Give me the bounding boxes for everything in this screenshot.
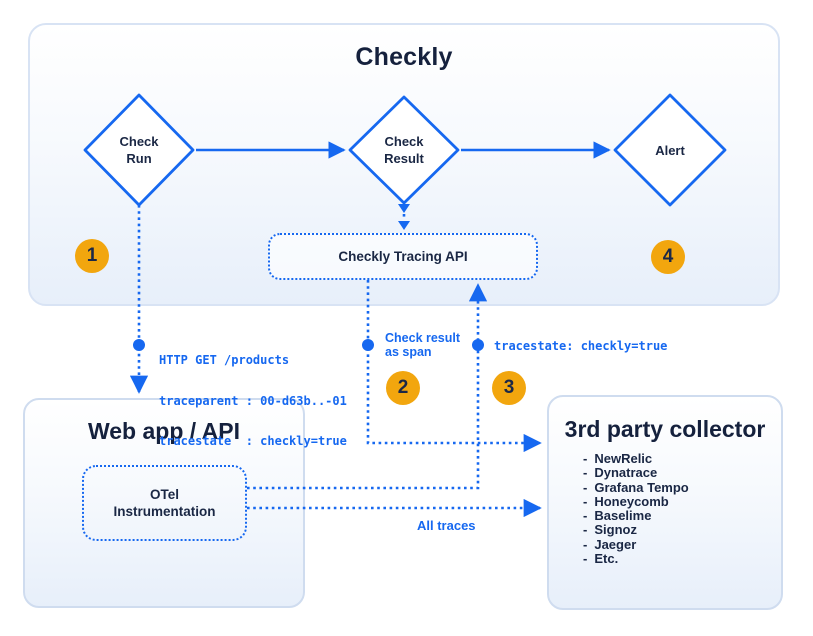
list-item: - Dynatrace (583, 465, 689, 481)
list-bullet: - (583, 536, 588, 552)
arrowhead-check-result-down (398, 204, 410, 213)
checkly-title: Checkly (355, 43, 453, 71)
check-result-label: Check Result (384, 134, 424, 166)
http-request-line-2: traceparent : 00-d63b..-01 (159, 393, 347, 408)
vendor-name: Dynatrace (594, 465, 658, 481)
vendor-name: Honeycomb (594, 493, 669, 509)
otel-instrumentation-box: OTel Instrumentation (82, 465, 247, 541)
list-bullet: - (583, 508, 588, 524)
step-badge-1: 1 (75, 239, 109, 273)
check-result-diamond (348, 95, 460, 205)
list-bullet: - (583, 479, 588, 495)
list-item: - Jaeger (583, 536, 689, 552)
web-app-panel (23, 398, 305, 608)
collector-vendor-list: - NewRelic - Dynatrace - Grafana Tempo -… (583, 451, 689, 567)
tracestate-annotation: tracestate: checkly=true (494, 339, 668, 353)
list-bullet: - (583, 522, 588, 538)
waypoint-dot-3 (472, 339, 484, 351)
http-request-line-3: tracestate : checkly=true (159, 434, 347, 448)
alert-diamond (613, 93, 727, 207)
list-bullet: - (583, 551, 588, 567)
third-party-collector-panel (547, 395, 783, 610)
collector-title: 3rd party collector (564, 416, 766, 442)
list-bullet: - (583, 465, 588, 481)
list-item: - Honeycomb (583, 493, 689, 509)
list-item: - Grafana Tempo (583, 479, 689, 495)
dotted-tracing-api-to-collector (366, 280, 542, 453)
waypoint-dot-1 (133, 339, 145, 351)
check-result-as-span-label: Check result as span (385, 331, 461, 359)
check-run-label: Check Run (119, 134, 159, 166)
waypoint-dot-2 (362, 339, 374, 351)
list-item: - NewRelic (583, 451, 689, 466)
all-traces-label: All traces (417, 518, 476, 533)
http-request-annotation: HTTP GET /products traceparent : 00-d63b… (159, 327, 347, 476)
otel-instrumentation-label: OTel Instrumentation (113, 486, 216, 519)
list-bullet: - (583, 451, 588, 466)
vendor-name: Etc. (594, 551, 619, 567)
step-badge-3: 3 (492, 371, 526, 405)
vendor-name: Baselime (594, 508, 652, 524)
dotted-otel-to-tracing-api (247, 283, 488, 490)
vendor-name: NewRelic (594, 451, 653, 466)
list-bullet: - (583, 493, 588, 509)
vendor-name: Signoz (594, 522, 637, 538)
http-request-line-1: HTTP GET /products (159, 353, 290, 367)
arrowhead-into-tracing-api (398, 221, 410, 230)
checkly-tracing-api-box: Checkly Tracing API (268, 233, 538, 280)
web-app-title: Web app / API (87, 418, 241, 444)
list-item: - Baselime (583, 508, 689, 524)
step-badge-4: 4 (651, 240, 685, 274)
list-item: - Signoz (583, 522, 689, 538)
vendor-name: Jaeger (594, 536, 637, 552)
alert-label: Alert (655, 143, 685, 158)
step-badge-2: 2 (386, 371, 420, 405)
list-item: - Etc. (583, 551, 689, 567)
vendor-name: Grafana Tempo (594, 479, 689, 495)
checkly-tracing-api-label: Checkly Tracing API (338, 248, 468, 264)
